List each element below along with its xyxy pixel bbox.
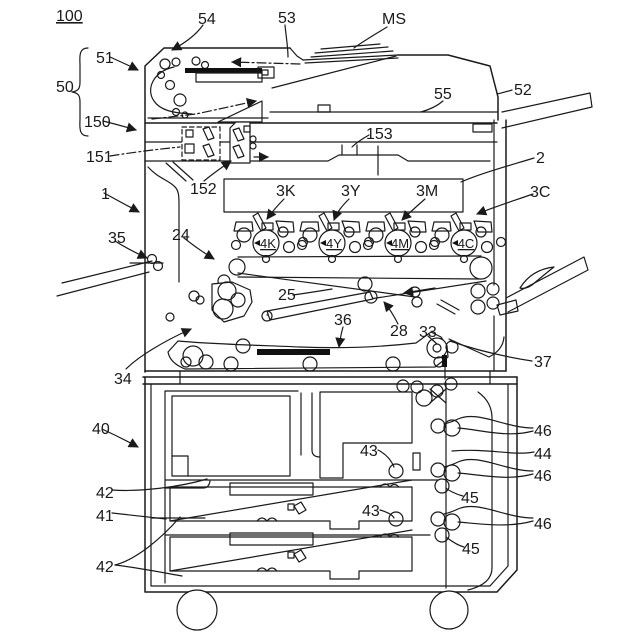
label-55: 55 xyxy=(434,86,452,103)
label-40: 40 xyxy=(92,421,110,438)
label-153: 153 xyxy=(366,126,393,143)
label-44: 44 xyxy=(534,446,552,463)
label-35: 35 xyxy=(108,230,126,247)
label-4Y: 4Y xyxy=(326,236,342,251)
label-24: 24 xyxy=(172,227,190,244)
label-42a: 42 xyxy=(96,485,114,502)
label-42b: 42 xyxy=(96,559,114,576)
label-2: 2 xyxy=(536,150,545,167)
process-units xyxy=(217,212,507,299)
label-54: 54 xyxy=(198,11,216,28)
label-37: 37 xyxy=(534,354,552,371)
label-152: 152 xyxy=(190,181,217,198)
label-MS: MS xyxy=(382,11,406,28)
label-34: 34 xyxy=(114,371,132,388)
transfer-fuser-area xyxy=(56,253,505,407)
label-53: 53 xyxy=(278,10,296,27)
label-43b: 43 xyxy=(362,503,380,520)
label-25: 25 xyxy=(278,287,296,304)
label-51: 51 xyxy=(96,50,114,67)
printer-body xyxy=(144,119,589,373)
label-4C: 4C xyxy=(458,236,475,251)
label-151: 151 xyxy=(86,149,113,166)
label-4M: 4M xyxy=(391,236,409,251)
label-50: 50 xyxy=(56,79,74,96)
label-46b: 46 xyxy=(534,468,552,485)
document-feeder-unit xyxy=(144,43,593,129)
label-45b: 45 xyxy=(462,541,480,558)
label-46a: 46 xyxy=(534,423,552,440)
label-3C: 3C xyxy=(530,184,550,201)
label-46c: 46 xyxy=(534,516,552,533)
label-45a: 45 xyxy=(461,490,479,507)
label-43a: 43 xyxy=(360,443,378,460)
label-150: 150 xyxy=(84,114,111,131)
label-36: 36 xyxy=(334,312,352,329)
label-4K: 4K xyxy=(260,236,276,251)
label-52: 52 xyxy=(514,82,532,99)
label-3Y: 3Y xyxy=(341,183,361,200)
label-3M: 3M xyxy=(416,183,438,200)
scanner-unit xyxy=(144,97,498,176)
leader-lines xyxy=(71,24,535,577)
label-1: 1 xyxy=(101,186,110,203)
label-3K: 3K xyxy=(276,183,296,200)
label-28: 28 xyxy=(390,323,408,340)
label-41: 41 xyxy=(96,508,114,525)
label-33: 33 xyxy=(419,324,437,341)
reference-labels: 100 54 53 MS 51 50 52 55 150 153 151 2 1… xyxy=(56,8,552,576)
label-100: 100 xyxy=(56,8,83,25)
